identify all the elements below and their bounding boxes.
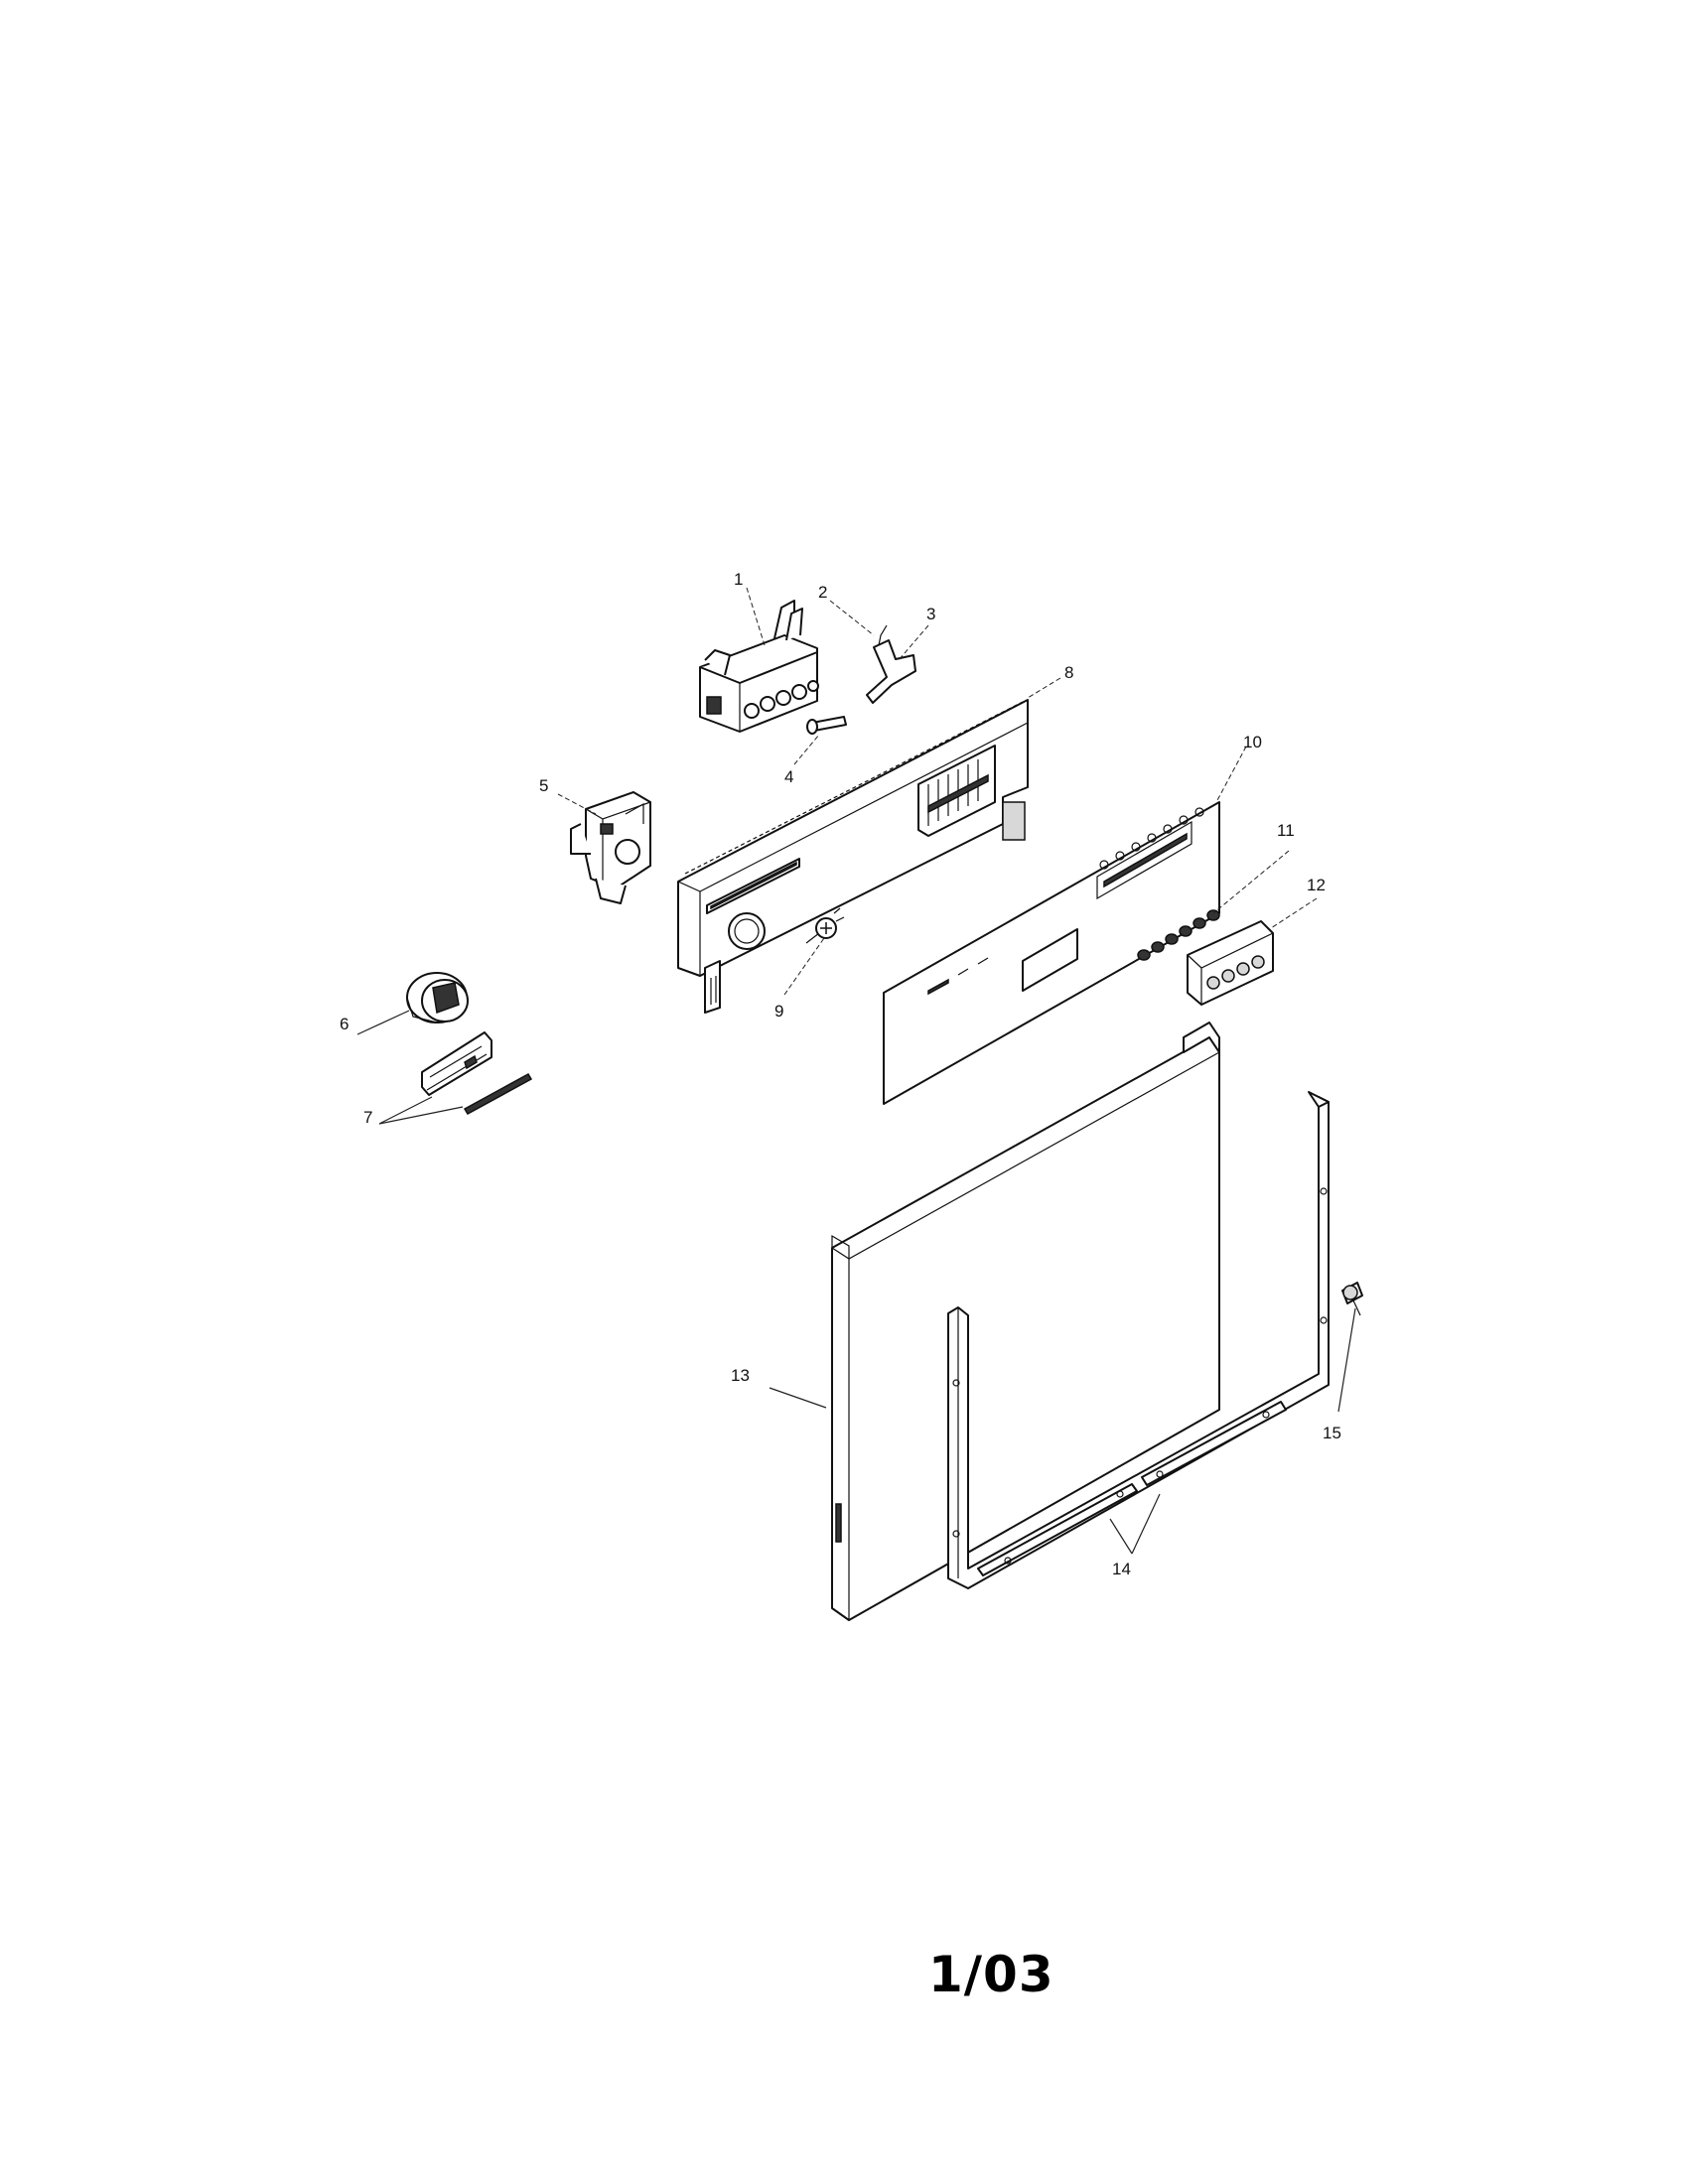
callout-7: 7 bbox=[363, 1108, 372, 1127]
part-7-bracket bbox=[421, 1031, 533, 1116]
part-5-timer bbox=[570, 791, 651, 904]
callout-labels: 1 2 3 4 5 6 7 8 9 10 11 12 13 14 15 bbox=[340, 570, 1341, 1578]
callout-2: 2 bbox=[818, 583, 827, 602]
callout-9: 9 bbox=[774, 1002, 783, 1021]
part-3-clip bbox=[866, 624, 916, 704]
callout-5: 5 bbox=[539, 776, 548, 795]
page-number: 1/03 bbox=[928, 1946, 1054, 2003]
callout-3: 3 bbox=[926, 605, 935, 623]
part-4-pin bbox=[806, 716, 847, 735]
part-12-buttons bbox=[1187, 920, 1274, 1006]
part-9-knob bbox=[805, 907, 845, 944]
callout-15: 15 bbox=[1323, 1424, 1341, 1442]
part-15-screw bbox=[1341, 1282, 1363, 1316]
part-1-switch-housing bbox=[699, 600, 819, 733]
part-11-springs bbox=[1137, 909, 1220, 961]
callout-13: 13 bbox=[731, 1366, 750, 1385]
part-8-control-panel bbox=[677, 699, 1029, 1014]
callout-6: 6 bbox=[340, 1015, 349, 1033]
callout-8: 8 bbox=[1064, 663, 1073, 682]
callout-12: 12 bbox=[1307, 876, 1326, 894]
part-14-frame-trim bbox=[947, 1091, 1330, 1589]
callout-14: 14 bbox=[1112, 1560, 1131, 1578]
callout-4: 4 bbox=[784, 767, 793, 786]
callout-11: 11 bbox=[1277, 821, 1295, 840]
part-6-dial bbox=[406, 972, 469, 1024]
callout-10: 10 bbox=[1243, 733, 1262, 751]
callout-1: 1 bbox=[734, 570, 743, 589]
part-13-door-panel bbox=[831, 1022, 1220, 1621]
leader-lines bbox=[356, 587, 1356, 1555]
